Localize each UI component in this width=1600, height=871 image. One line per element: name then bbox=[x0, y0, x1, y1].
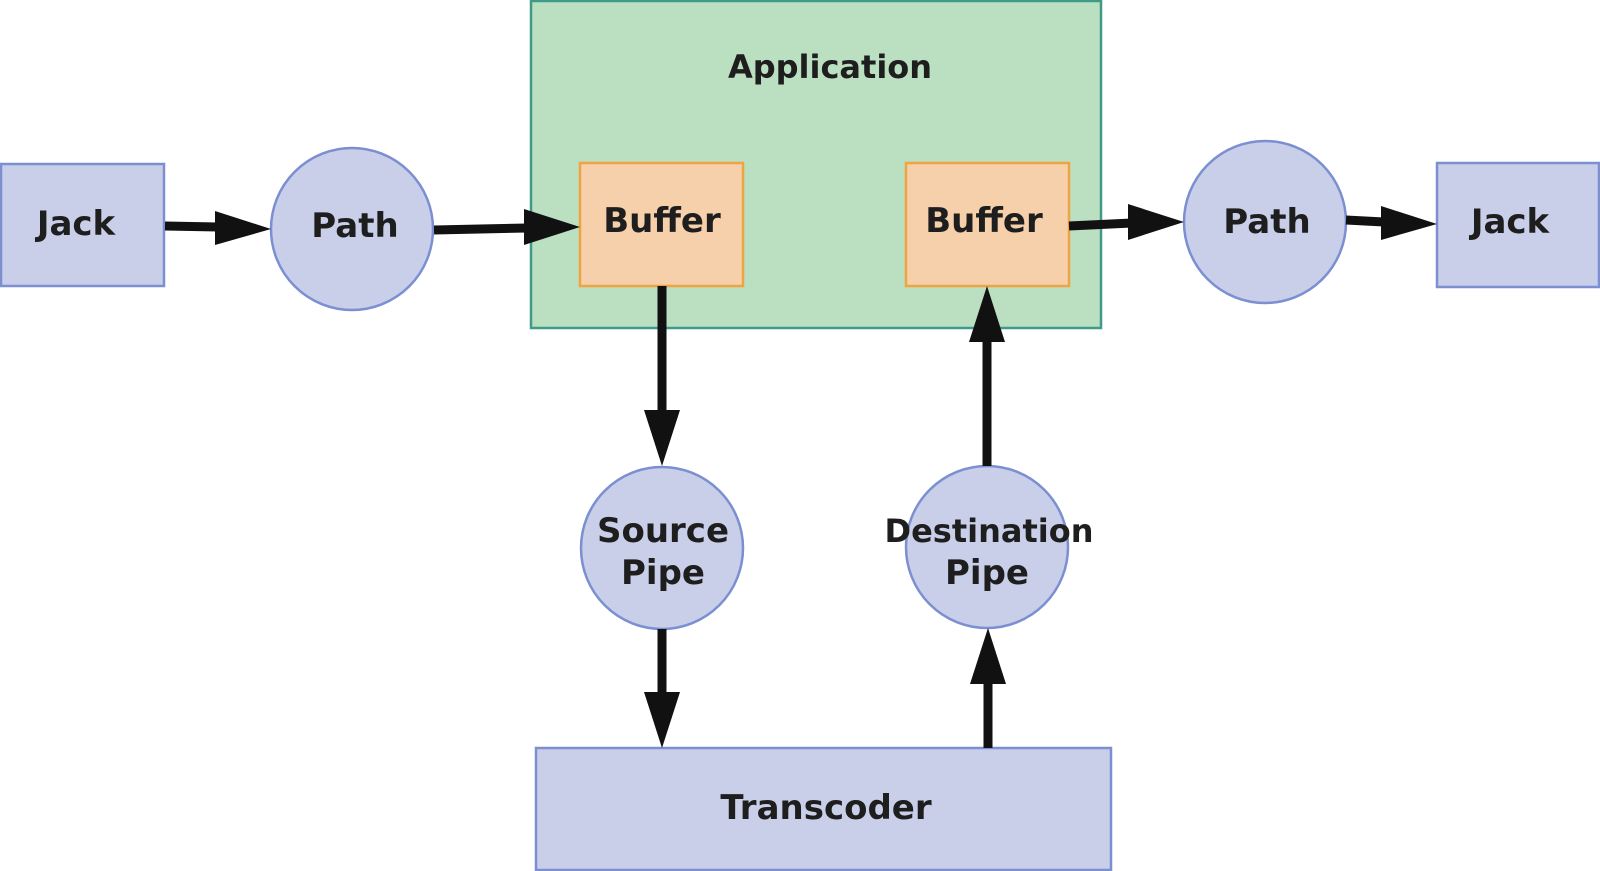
edge-transcoder-to-destination-pipe bbox=[970, 628, 1006, 748]
jack-out-rect bbox=[1435, 161, 1600, 289]
jack-in-node: Jack bbox=[0, 162, 166, 288]
jack-out-node: Jack bbox=[1435, 161, 1600, 289]
application-label: Application bbox=[728, 48, 932, 86]
buffer-out-node: Buffer bbox=[904, 161, 1071, 288]
path-out-node: Path bbox=[1182, 139, 1348, 305]
buffer-out-label: Buffer bbox=[925, 201, 1043, 241]
jack-out-label: Jack bbox=[1469, 202, 1551, 242]
edge-path-in-to-buffer-in bbox=[433, 209, 580, 245]
destination-pipe-label-line2: Pipe bbox=[945, 553, 1029, 593]
destination-pipe-node: Destination Pipe bbox=[885, 464, 1094, 630]
edge-buffer-out-to-path-out bbox=[1068, 204, 1184, 240]
transcoder-label: Transcoder bbox=[720, 788, 932, 828]
jack-in-rect bbox=[0, 162, 166, 288]
buffer-in-rect bbox=[578, 161, 745, 288]
transcoder-rect bbox=[534, 746, 1113, 871]
destination-pipe-label-line1: Destination bbox=[885, 512, 1094, 550]
edges bbox=[164, 204, 1437, 748]
path-in-label: Path bbox=[311, 206, 398, 246]
source-pipe-label-line1: Source bbox=[597, 511, 729, 551]
jack-in-label: Jack bbox=[35, 204, 117, 244]
edge-path-out-to-jack-out bbox=[1345, 206, 1437, 240]
edge-source-pipe-to-transcoder bbox=[644, 629, 680, 748]
transcoder-node: Transcoder bbox=[534, 746, 1113, 871]
buffer-in-label: Buffer bbox=[603, 201, 721, 241]
path-out-label: Path bbox=[1223, 202, 1310, 242]
source-pipe-label-line2: Pipe bbox=[621, 553, 705, 593]
buffer-out-rect bbox=[904, 161, 1071, 288]
edge-jack-in-to-path-in bbox=[164, 211, 271, 245]
buffer-in-node: Buffer bbox=[578, 161, 745, 288]
source-pipe-node: Source Pipe bbox=[579, 465, 745, 631]
edge-buffer-in-to-source-pipe bbox=[644, 286, 680, 466]
edge-destination-pipe-to-buffer-out bbox=[969, 286, 1005, 466]
path-in-node: Path bbox=[269, 146, 435, 312]
